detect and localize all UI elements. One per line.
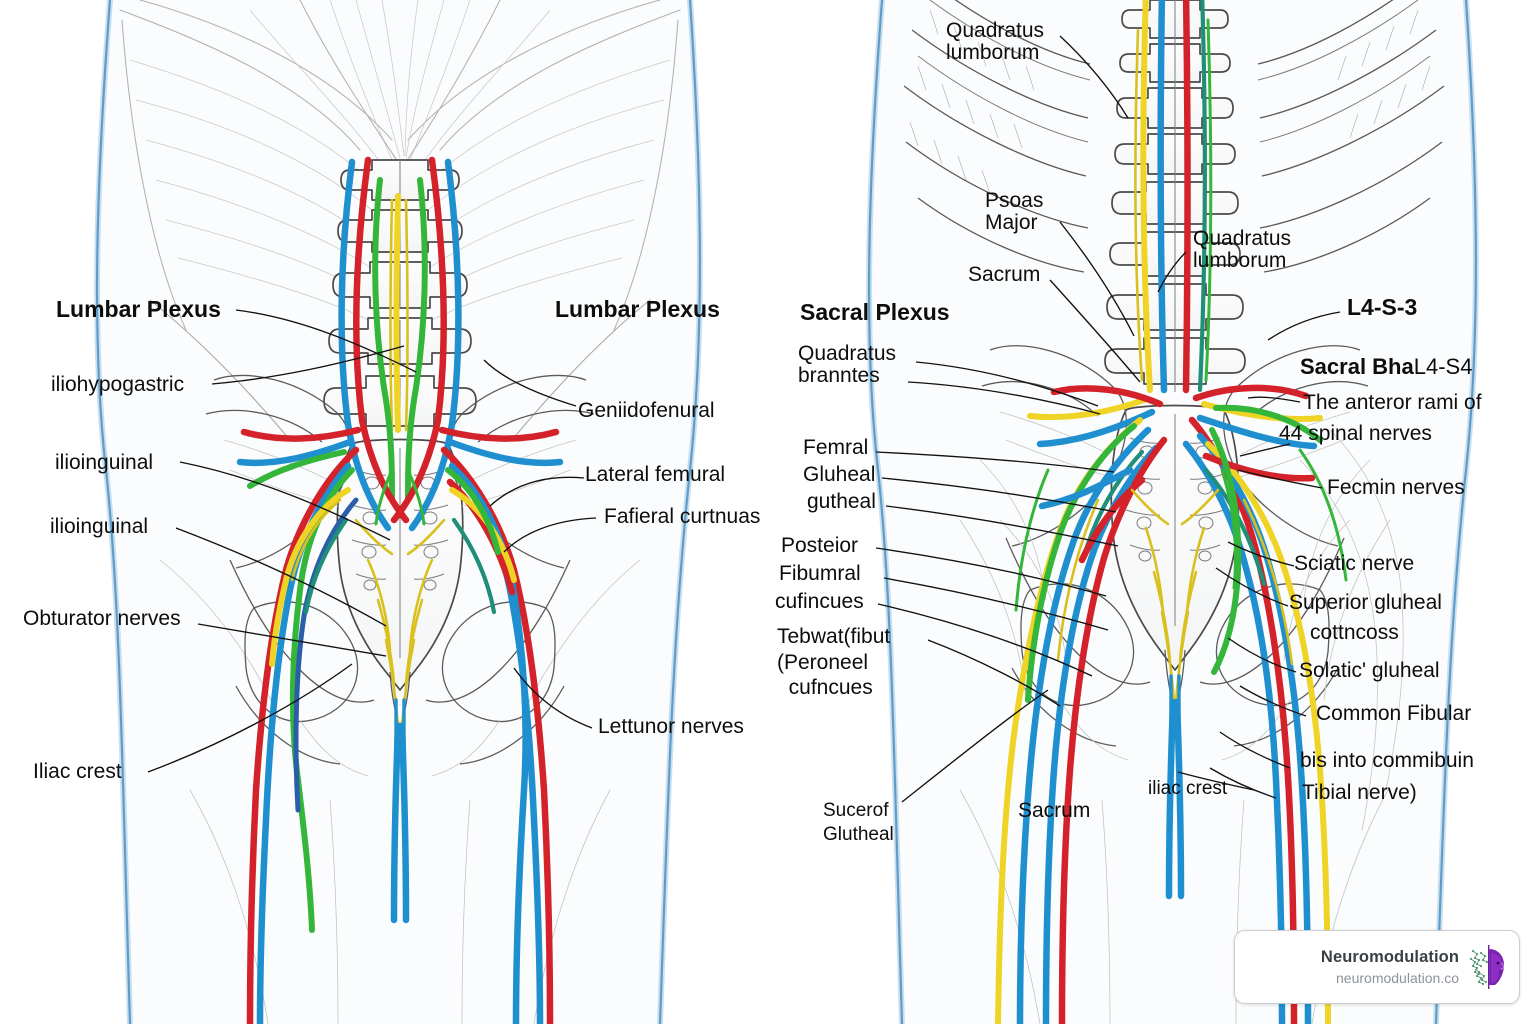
label-gluteal-2: gutheal	[807, 490, 876, 513]
label-cottncoss: cottncoss	[1310, 621, 1399, 644]
sacral-branches-levels: L4-S4	[1413, 354, 1473, 379]
label-lettunor-nerves: Lettunor nerves	[598, 715, 744, 738]
label-iliac-crest-right: iliac crest	[1148, 778, 1228, 799]
rib-cage	[903, 0, 1445, 273]
watermark-brand-name: Neuromodulation	[1320, 948, 1459, 966]
nerve-network-right	[995, 0, 1348, 1024]
label-femoral-nerves: Fecmin nerves	[1327, 476, 1465, 499]
heading-lumbar-plexus-left: Lumbar Plexus	[56, 296, 221, 322]
lumbar-plexus-panel	[94, 0, 703, 1024]
label-superior-gluteal: Sucerof Glutheal	[823, 800, 894, 846]
label-sciatic-gluteal: Solatic' gluheal	[1299, 659, 1440, 682]
label-sacrum-bottom: Sacrum	[1018, 799, 1091, 822]
label-anterior-rami: The anteror rami of	[1303, 391, 1482, 414]
label-splits-into: bis into commibuin	[1300, 749, 1474, 772]
label-posterior: Posteior	[781, 534, 859, 557]
label-gluteal-1: Gluheal	[803, 463, 876, 486]
label-ilioinguinal-1: ilioinguinal	[55, 451, 154, 474]
watermark-url: neuromodulation.co	[1336, 970, 1459, 986]
label-quadratus-lumborum-right: Quadratus lumborum	[1193, 227, 1292, 273]
label-genitofemoral: Geniidofenural	[578, 399, 715, 422]
label-superior-gluteal-right: Superior gluheal	[1289, 591, 1442, 614]
label-psoas-major: Psoas Major	[985, 189, 1044, 235]
label-femoral-cutaneous-right: Fibumral	[779, 562, 861, 585]
back-muscles-left	[119, 0, 681, 331]
label-obturator-nerves: Obturator nerves	[23, 607, 181, 630]
label-quadratus-lumborum-top: Quadratus lumborum	[946, 19, 1045, 65]
label-common-fibular: Common Fibular	[1316, 702, 1472, 725]
watermark-badge[interactable]: Neuromodulation neuromodulation.co	[1234, 930, 1520, 1004]
sacral-branches-heading: Sacral BhaL4-S4	[1300, 355, 1472, 379]
leader-lines-left	[147, 309, 597, 773]
label-lateral-femoral: Lateral femural	[585, 463, 726, 486]
label-ilioinguinal-2: ilioinguinal	[50, 515, 149, 538]
nerve-network-left	[236, 156, 564, 1024]
label-spinal-nerves-count: 44 spinal nerves	[1279, 422, 1432, 445]
heading-sacral-plexus: Sacral Plexus	[800, 299, 950, 325]
heading-l4-s3: L4-S-3	[1347, 294, 1418, 320]
sacral-plexus-panel	[866, 0, 1479, 1024]
label-femoral-right: Femral	[803, 436, 869, 459]
pelvis-left	[205, 374, 595, 777]
label-iliohypogastric: iliohypogastric	[51, 373, 185, 396]
head-profile-icon	[1469, 945, 1505, 989]
watermark-text: Neuromodulation neuromodulation.co	[1321, 948, 1459, 986]
label-tibial-nerve: Tibial nerve)	[1302, 781, 1417, 804]
label-sacrum-top: Sacrum	[968, 263, 1041, 286]
label-iliac-crest-left: Iliac crest	[33, 760, 122, 783]
label-sciatic-nerve: Sciatic nerve	[1294, 552, 1415, 575]
leader-lines-right	[875, 35, 1341, 803]
sacral-branches-bold: Sacral Bha	[1300, 354, 1414, 379]
label-femoral-cutaneous: Fafieral curtnuas	[604, 505, 761, 528]
heading-lumbar-plexus-right: Lumbar Plexus	[555, 296, 720, 322]
label-quadratus-branches: Quadratus branntes	[798, 342, 897, 388]
label-cutaneous: cufincues	[775, 590, 864, 613]
label-tibial-fibular-peroneal: Tebwat(fibut (Peroneel cufncues	[777, 625, 891, 700]
